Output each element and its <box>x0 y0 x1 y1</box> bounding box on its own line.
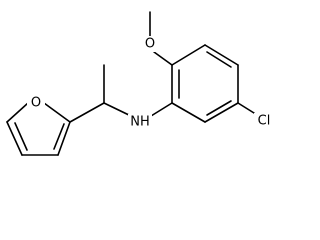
amine-linkage: NH <box>103 102 173 130</box>
bond-c1-o-methoxy <box>153 51 173 66</box>
benzene-ring <box>171 44 239 123</box>
chlorine-background <box>254 113 276 129</box>
amine-nitrogen-background <box>128 114 152 130</box>
furan-bond-c3-c2 <box>57 121 71 156</box>
bond-c4-cl <box>237 102 255 114</box>
ring-bond-c5-c6 <box>171 102 206 123</box>
furan-bond-c2-o <box>43 102 71 123</box>
ring-double-bond-c2-c3 <box>206 51 232 68</box>
methoxy-group: O <box>140 11 173 66</box>
ring-bond-c4-c5 <box>204 102 239 123</box>
furan-double-bond-c3-c2 <box>53 123 65 150</box>
furan-oxygen-background <box>27 95 45 111</box>
furan-bond-o-c5 <box>6 102 29 123</box>
ring-bond-c2-c3 <box>204 44 239 66</box>
furan-double-bond-c5-c4 <box>14 122 28 151</box>
ethyl-bridge <box>69 64 105 123</box>
chemical-structure-diagram: O Cl NH O <box>6 11 276 156</box>
bond-n-ch <box>103 102 132 117</box>
furan-ring: O <box>6 95 71 156</box>
amine-nitrogen-label: NH <box>130 115 150 130</box>
furan-oxygen-label: O <box>31 96 41 111</box>
ring-bond-c1-c2 <box>171 44 206 66</box>
chlorine-label: Cl <box>258 114 271 129</box>
methoxy-oxygen-label: O <box>145 37 155 52</box>
ring-double-bond-c4-c5 <box>206 100 232 116</box>
bond-ch-furan-c2 <box>69 102 105 123</box>
chloro-substituent: Cl <box>237 102 276 129</box>
bond-c6-n <box>150 102 173 117</box>
furan-bond-c5-c4 <box>6 121 23 156</box>
methoxy-oxygen-background <box>140 36 158 52</box>
